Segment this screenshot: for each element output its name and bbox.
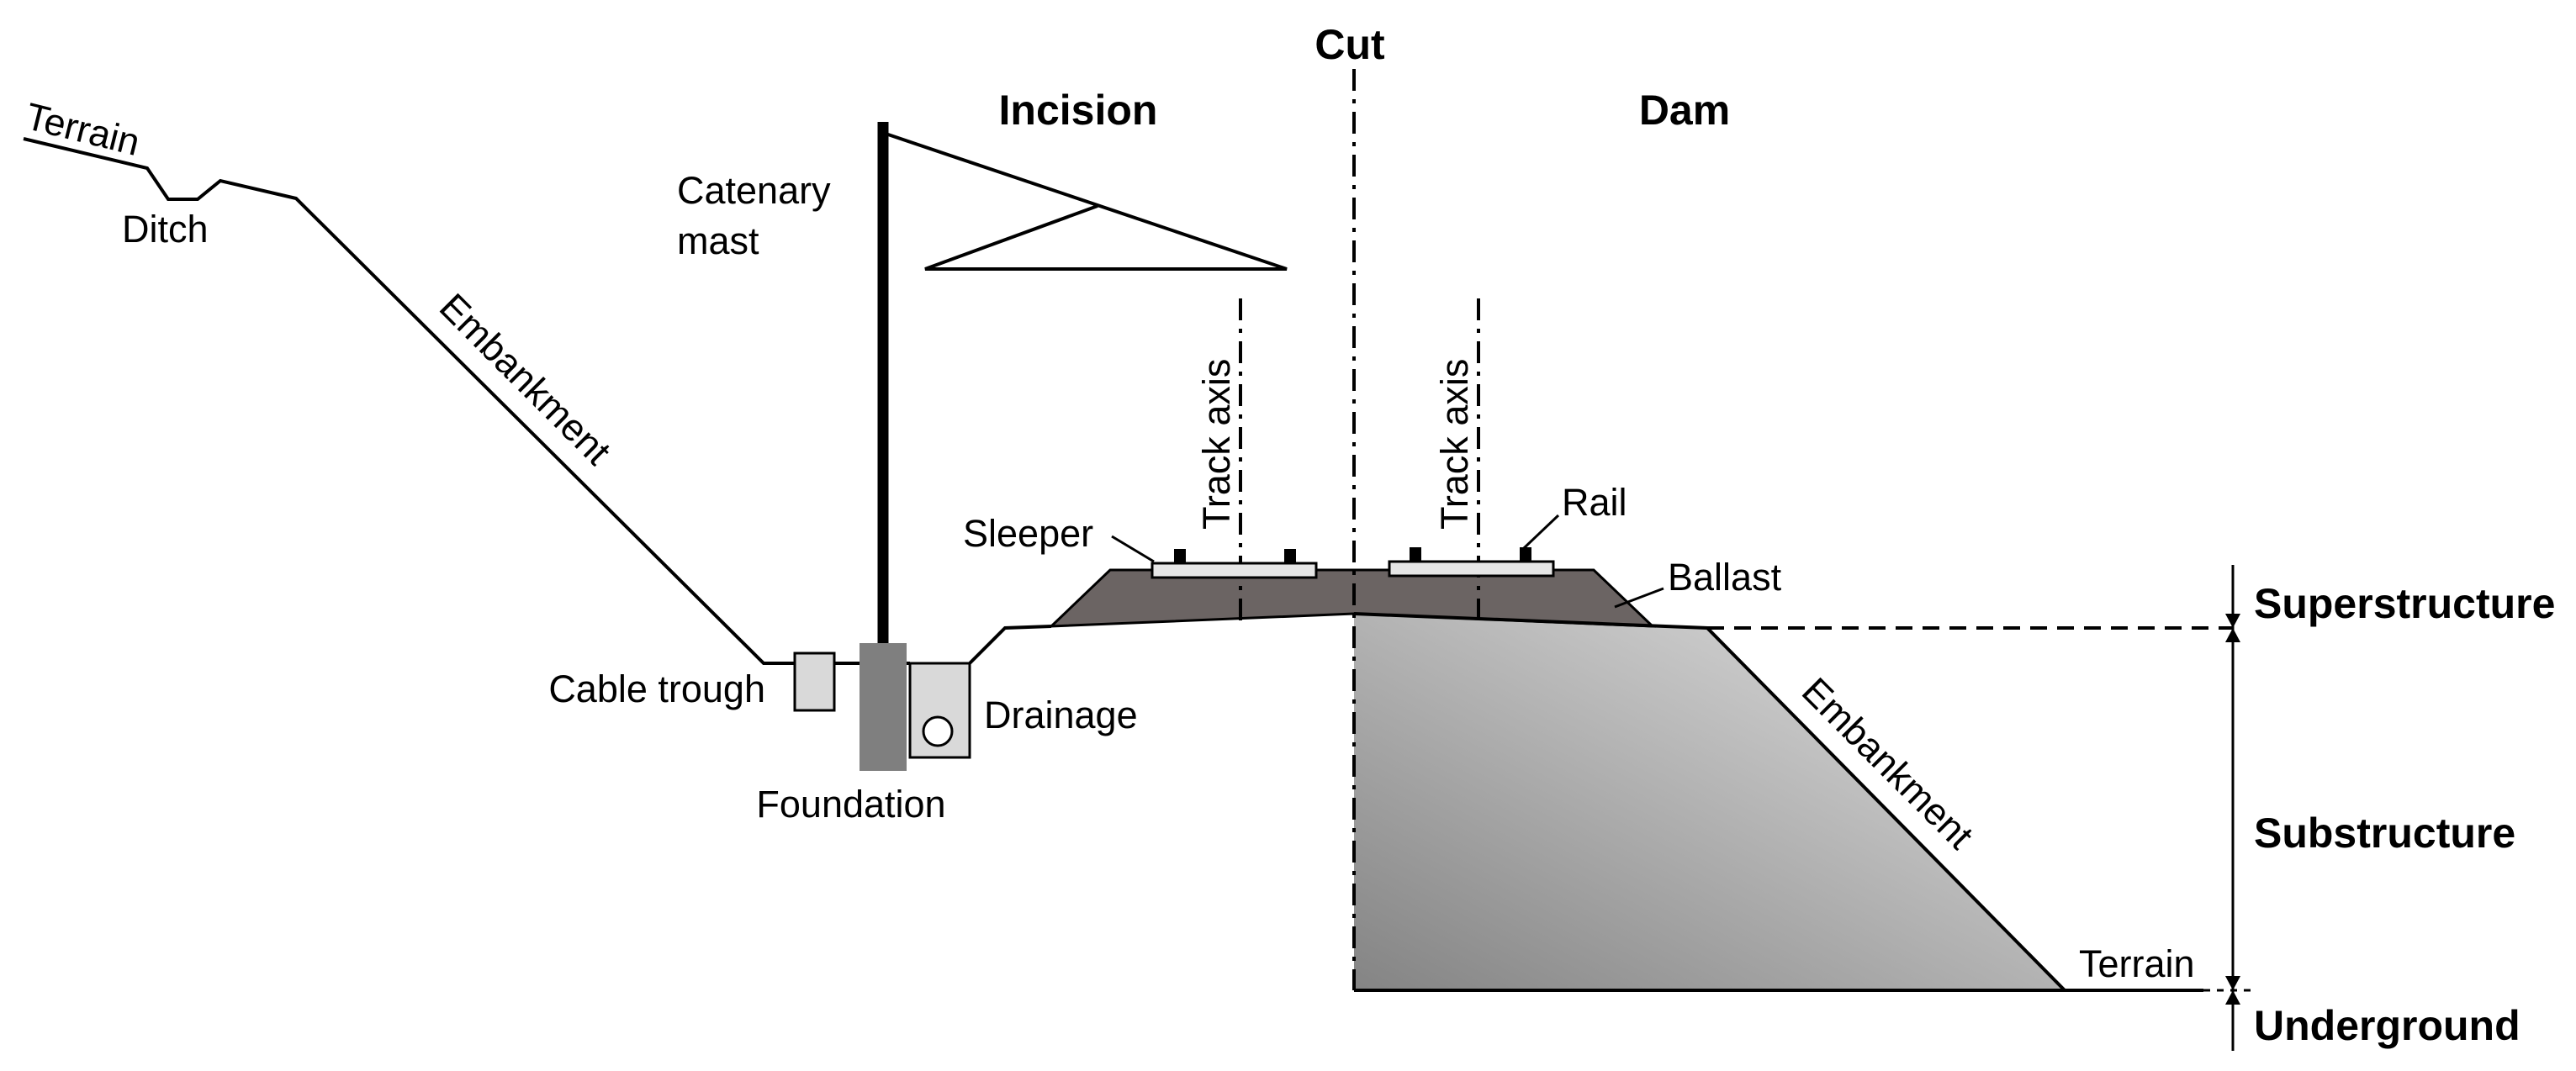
catenary-mast-arm <box>887 133 1288 271</box>
sleeper-left <box>1150 562 1318 579</box>
heading-cut: Cut <box>1314 21 1385 68</box>
rail <box>1174 549 1186 563</box>
label-catenary-mast-2: mast <box>677 219 759 262</box>
label-catenary-mast-1: Catenary <box>677 169 831 212</box>
arrow-sub-up <box>2225 628 2240 642</box>
sleeper-right <box>1388 560 1555 578</box>
label-embankment-left: Embankment <box>431 285 620 473</box>
label-ballast: Ballast <box>1668 556 1782 599</box>
layer-underground: Underground <box>2254 1002 2520 1049</box>
layer-substructure: Substructure <box>2254 810 2515 857</box>
label-cable-trough: Cable trough <box>548 667 765 710</box>
rail <box>1520 547 1531 562</box>
rail-leader <box>1522 514 1560 550</box>
drainage-pipe <box>922 715 954 747</box>
label-track-axis-left: Track axis <box>1195 359 1238 530</box>
arrow-super-down <box>2225 614 2240 628</box>
arrow-under-up <box>2225 990 2240 1005</box>
sleeper-leader <box>1111 535 1155 563</box>
formation-left <box>968 625 1052 665</box>
label-terrain-right: Terrain <box>2079 942 2195 985</box>
cable-trough <box>793 652 836 712</box>
ballast-leader <box>1614 587 1664 609</box>
left-terrain-profile <box>23 137 795 665</box>
label-ditch: Ditch <box>122 208 209 251</box>
label-track-axis-right: Track axis <box>1433 359 1476 530</box>
label-sleeper: Sleeper <box>963 512 1093 555</box>
layer-superstructure: Superstructure <box>2254 580 2555 627</box>
label-foundation: Foundation <box>756 783 945 826</box>
ballast-bed <box>1048 568 1656 628</box>
rail <box>1410 547 1421 562</box>
arrow-sub-down <box>2225 976 2240 990</box>
label-rail: Rail <box>1562 481 1627 524</box>
label-drainage: Drainage <box>984 694 1138 736</box>
foundation <box>860 643 907 771</box>
heading-dam: Dam <box>1639 87 1730 134</box>
rail <box>1284 549 1296 563</box>
dam-substructure-body <box>1354 614 2065 990</box>
heading-incision: Incision <box>999 87 1158 134</box>
dam-outline <box>1353 612 2203 992</box>
